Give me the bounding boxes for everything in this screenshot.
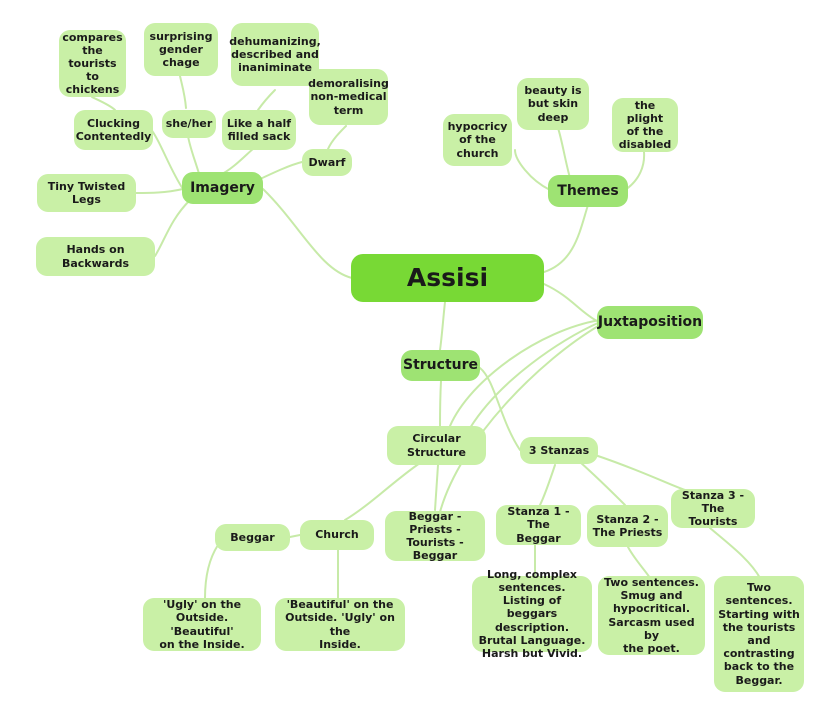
link-imagery-hands (154, 199, 191, 257)
link-structure-circular (439, 380, 442, 427)
link-clucking-compares (91, 96, 116, 111)
link-stanzas-stanza2 (579, 461, 626, 506)
node-stanza-3[interactable]: Stanza 3 - The Tourists (671, 489, 755, 528)
node-compares-chickens[interactable]: compares the tourists to chickens (59, 30, 126, 97)
node-hands-on-backwards[interactable]: Hands on Backwards (36, 237, 155, 276)
link-beggar-ugly (204, 544, 219, 599)
link-stanza3-detail (709, 527, 761, 579)
link-circular-bpt (434, 464, 439, 511)
branch-juxtaposition[interactable]: Juxtaposition (597, 306, 703, 339)
node-stanza3-detail[interactable]: Two sentences. Starting with the tourist… (714, 576, 804, 692)
link-imagery-dwarf (257, 161, 303, 181)
node-demoralising[interactable]: demoralising non-medical term (308, 69, 389, 125)
link-imagery-sheher (187, 135, 201, 178)
branch-structure[interactable]: Structure (401, 350, 480, 381)
link-root-structure (439, 301, 446, 351)
node-church[interactable]: Church (300, 520, 374, 550)
node-she-her[interactable]: she/her (162, 110, 216, 138)
node-stanza-1[interactable]: Stanza 1 - The Beggar (496, 505, 581, 545)
link-stanzas-stanza3 (594, 454, 686, 491)
link-circular-church (344, 462, 421, 521)
link-stanzas-stanza1 (539, 464, 556, 506)
link-themes-plight (624, 151, 646, 191)
node-dehumanizing[interactable]: dehumanizing, described and inaniminate (229, 23, 321, 86)
link-juxt-circular-1 (449, 319, 601, 427)
node-stanza-2[interactable]: Stanza 2 - The Priests (587, 505, 668, 547)
link-root-themes (543, 204, 589, 273)
link-imagery-legs (135, 188, 184, 194)
node-three-stanzas[interactable]: 3 Stanzas (520, 437, 598, 464)
node-beggar-priests-tourists[interactable]: Beggar - Priests - Tourists - Beggar (385, 510, 485, 562)
node-ugly-outside[interactable]: 'Ugly' on the Outside. 'Beautiful' on th… (143, 598, 261, 651)
link-themes-beauty (557, 127, 571, 179)
node-circular-structure[interactable]: Circular Structure (387, 426, 486, 465)
link-sack-dehumanizing (257, 89, 276, 111)
node-dwarf[interactable]: Dwarf (302, 149, 352, 176)
root-node-assisi[interactable]: Assisi (351, 254, 544, 302)
link-root-imagery (262, 188, 353, 279)
node-beggar[interactable]: Beggar (215, 524, 290, 551)
node-beautiful-outside[interactable]: 'Beautiful' on the Outside. 'Ugly' on th… (275, 598, 405, 651)
branch-imagery[interactable]: Imagery (182, 172, 263, 204)
node-stanza2-detail[interactable]: Two sentences. Smug and hypocritical. Sa… (598, 576, 705, 655)
link-juxt-bpt (439, 324, 601, 513)
node-half-filled-sack[interactable]: Like a half filled sack (222, 110, 296, 150)
node-clucking-contentedly[interactable]: Clucking Contentedly (74, 110, 153, 150)
node-plight-disabled[interactable]: the plight of the disabled (612, 98, 678, 152)
link-stanza2-detail (627, 546, 651, 579)
node-hypocrisy-church[interactable]: hypocricy of the church (443, 114, 512, 166)
node-tiny-twisted-legs[interactable]: Tiny Twisted Legs (37, 174, 136, 212)
link-dwarf-demoralising (327, 125, 347, 150)
link-juxt-circular-2 (469, 321, 601, 429)
link-root-juxtaposition (543, 283, 598, 322)
branch-themes[interactable]: Themes (548, 175, 628, 207)
node-stanza1-detail[interactable]: Long, complex sentences. Listing of begg… (472, 568, 592, 660)
node-surprising-gender[interactable]: surprising gender chage (144, 23, 218, 76)
link-structure-stanzas (479, 367, 521, 451)
link-themes-hypocrisy (514, 149, 551, 191)
node-beauty-skin-deep[interactable]: beauty is but skin deep (517, 78, 589, 130)
link-sheher-gender (179, 75, 187, 109)
